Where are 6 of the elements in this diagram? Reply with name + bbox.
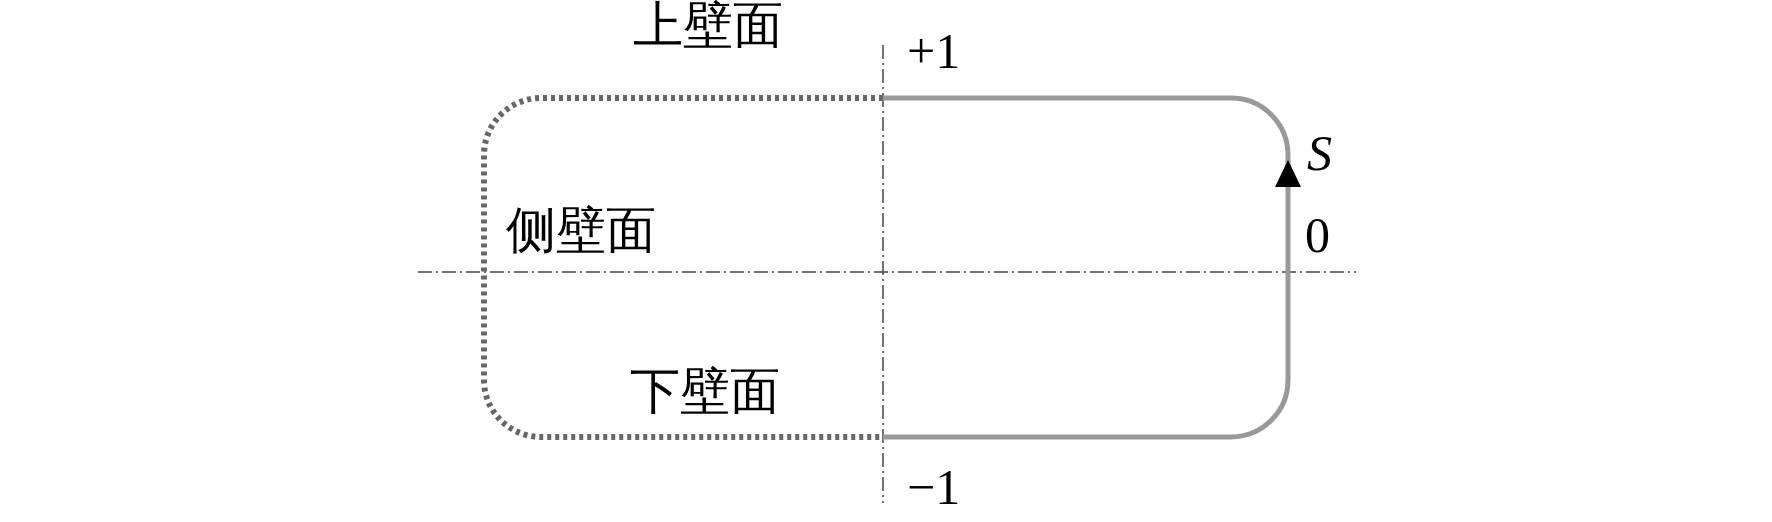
coordinate-label: 0	[1305, 210, 1330, 260]
wall-label: 侧壁面	[506, 205, 656, 255]
wall-label: 下壁面	[630, 366, 780, 416]
coordinate-label: −1	[907, 462, 961, 512]
coordinate-label: +1	[907, 26, 961, 76]
coordinate-label: S	[1307, 128, 1332, 178]
